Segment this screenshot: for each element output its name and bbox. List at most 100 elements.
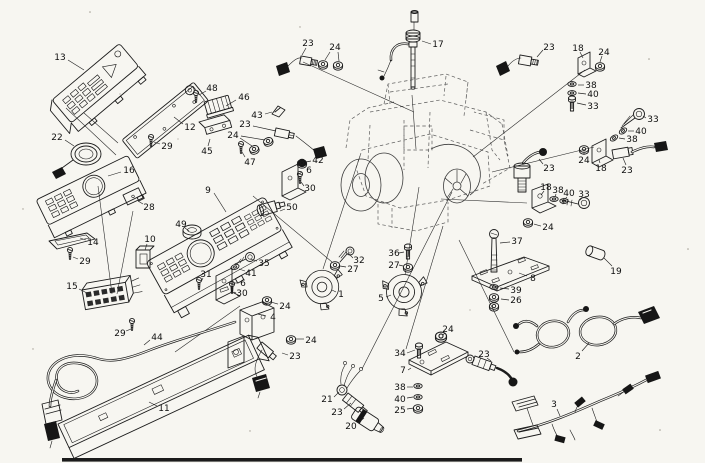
tractor-ghost-view (340, 73, 511, 232)
part-label-13: 13 (54, 53, 65, 63)
leader-line (184, 227, 190, 232)
part-label-24: 24 (329, 43, 341, 53)
part-label-50: 50 (286, 203, 298, 213)
leader-line (406, 349, 416, 354)
leader-line (200, 277, 204, 283)
leader-line (598, 159, 601, 164)
leader-line (270, 301, 279, 305)
bracket-18-b (591, 138, 614, 168)
relay-box-46 (203, 94, 234, 119)
part-label-39: 39 (510, 286, 522, 296)
leader-line (538, 158, 544, 165)
sensor-23-left (252, 341, 277, 399)
gasket-14 (48, 232, 96, 250)
part-label-1: 1 (338, 290, 344, 300)
part-label-28: 28 (143, 203, 155, 213)
bracket-4-assembly (227, 301, 275, 369)
leader-line (579, 197, 583, 201)
part-label-12: 12 (184, 123, 195, 133)
leader-line (296, 171, 303, 176)
leader-line (442, 332, 446, 336)
part-label-47: 47 (244, 158, 255, 168)
leader-line (143, 339, 151, 346)
part-label-23: 23 (543, 43, 554, 53)
leader-line (333, 391, 340, 398)
part-label-41: 41 (245, 269, 256, 279)
part-label-48: 48 (206, 84, 218, 94)
bolt-37 (489, 229, 499, 273)
part-label-24: 24 (598, 48, 610, 58)
leader-line (533, 223, 542, 227)
wiring-harness-3 (511, 370, 661, 444)
leader-line (540, 190, 545, 196)
sensor-23-topright (496, 54, 539, 76)
leader-line (618, 137, 626, 140)
part-label-27: 27 (388, 261, 399, 271)
part-label-23: 23 (239, 120, 250, 130)
leader-line (213, 192, 227, 213)
leader-line (153, 141, 161, 145)
leader-line (599, 55, 603, 63)
wiring-harness-2 (513, 306, 660, 355)
part-label-21: 21 (321, 395, 332, 405)
part-label-9: 9 (205, 186, 211, 196)
leader-line (579, 51, 584, 59)
leader-line (252, 125, 277, 132)
leader-line (144, 243, 148, 251)
leader-line (398, 264, 404, 267)
leader-line (603, 257, 613, 267)
coiled-cable-22 (52, 142, 102, 179)
leader-line (240, 135, 266, 141)
sensor-23-bottomright (465, 354, 518, 387)
part-label-34: 34 (394, 349, 406, 359)
part-label-23: 23 (621, 166, 632, 176)
leader-line (173, 116, 184, 125)
part-label-30: 30 (304, 184, 316, 194)
part-label-29: 29 (161, 142, 173, 152)
part-label-18: 18 (540, 183, 552, 193)
bracket-6-lower-cluster (215, 252, 273, 306)
leader-line (107, 171, 122, 177)
leader-line (137, 200, 144, 205)
part-label-25: 25 (394, 406, 405, 416)
leader-line (518, 272, 528, 277)
part-label-36: 36 (388, 249, 400, 259)
association-lines (65, 61, 595, 370)
cover-panel-13 (49, 44, 147, 134)
leader-line (339, 265, 347, 268)
leader-line (581, 342, 590, 352)
leader-line (331, 289, 337, 293)
part-label-38: 38 (552, 186, 564, 196)
leader-line (300, 181, 305, 187)
part-label-40: 40 (563, 189, 575, 199)
leader-line (198, 90, 207, 96)
part-label-22: 22 (51, 133, 62, 143)
leader-line (249, 258, 258, 262)
console-9 (146, 197, 293, 319)
leader-line (257, 313, 267, 317)
scan-noise (22, 11, 689, 432)
bolt-33-c (561, 197, 590, 209)
leader-line (264, 111, 273, 115)
part-label-46: 46 (238, 93, 250, 103)
part-label-23: 23 (331, 408, 342, 418)
part-label-5: 5 (378, 294, 384, 304)
mounting-plate-12 (122, 82, 209, 159)
leader-line (324, 51, 331, 61)
part-label-38: 38 (585, 81, 597, 91)
part-label-23: 23 (289, 352, 300, 362)
part-label-49: 49 (175, 220, 187, 230)
cable-connector-22 (52, 167, 66, 179)
leader-line (337, 51, 340, 62)
plate-28 (122, 187, 144, 206)
leader-line (385, 294, 392, 298)
leader-line (238, 268, 246, 272)
part-label-4: 4 (270, 313, 276, 323)
connector-19 (585, 245, 606, 261)
bracket-18-a (577, 51, 597, 78)
leader-line (72, 256, 79, 260)
